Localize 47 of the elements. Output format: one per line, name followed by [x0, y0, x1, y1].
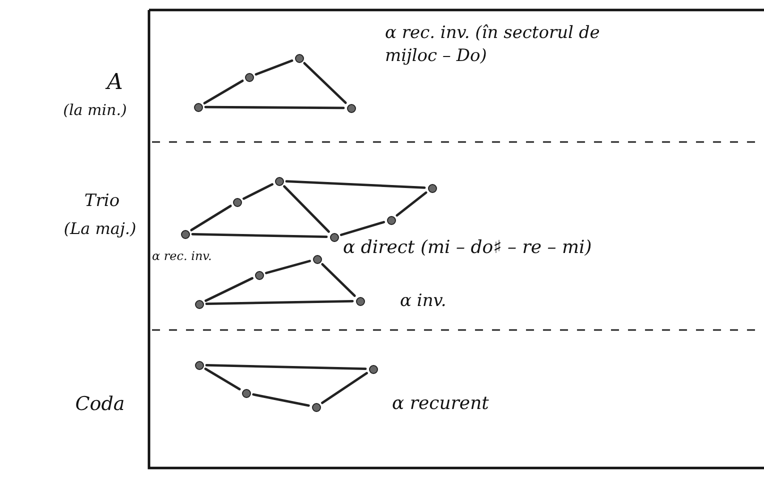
dot-marker [194, 360, 204, 370]
connecting-line [265, 260, 311, 274]
key-label: (La maj.) [62, 218, 138, 240]
dot-marker [368, 364, 378, 374]
connecting-line [190, 204, 232, 232]
dot-marker [242, 388, 250, 398]
section-label: Coda [74, 392, 126, 417]
section-label: Trio [83, 190, 121, 213]
key-label: (la min.) [62, 100, 128, 120]
connecting-line [205, 364, 367, 370]
section-letter: A [104, 69, 124, 97]
connecting-line [321, 372, 368, 404]
dot-marker [312, 402, 320, 412]
dot-marker [356, 296, 364, 306]
dot-marker [254, 270, 264, 280]
dot-marker [294, 54, 304, 62]
connecting-line [204, 277, 254, 302]
connecting-line [204, 368, 241, 390]
connecting-line [254, 59, 294, 76]
annotation-text: α rec. inv. (în sectorul de mijloc – Do) [385, 22, 601, 68]
dot-marker [274, 176, 284, 186]
dot-marker [244, 72, 254, 82]
connecting-line [204, 106, 345, 110]
connecting-line [396, 191, 428, 217]
dot-marker [194, 300, 204, 308]
connecting-line [283, 185, 330, 233]
annotation-text: α inv. [400, 290, 448, 313]
connecting-line [242, 183, 274, 200]
annotation-text: α recurent [392, 392, 490, 416]
annotation-text: α rec. inv. [152, 248, 213, 264]
dot-marker [194, 102, 202, 112]
connecting-line [303, 62, 347, 104]
connecting-line [321, 263, 356, 297]
connecting-line [340, 220, 386, 236]
dot-marker [330, 232, 338, 242]
connecting-line [203, 80, 244, 104]
dot-marker [180, 230, 190, 238]
connecting-line [252, 393, 310, 407]
dot-marker [312, 254, 322, 264]
dot-marker [346, 104, 356, 112]
connecting-line [191, 232, 328, 238]
annotation-text: α direct (mi – do♯ – re – mi) [343, 236, 593, 260]
dot-marker [428, 184, 436, 192]
connecting-line [285, 180, 426, 189]
connecting-line [205, 300, 354, 306]
dot-marker [232, 198, 242, 206]
dot-marker [386, 216, 396, 224]
